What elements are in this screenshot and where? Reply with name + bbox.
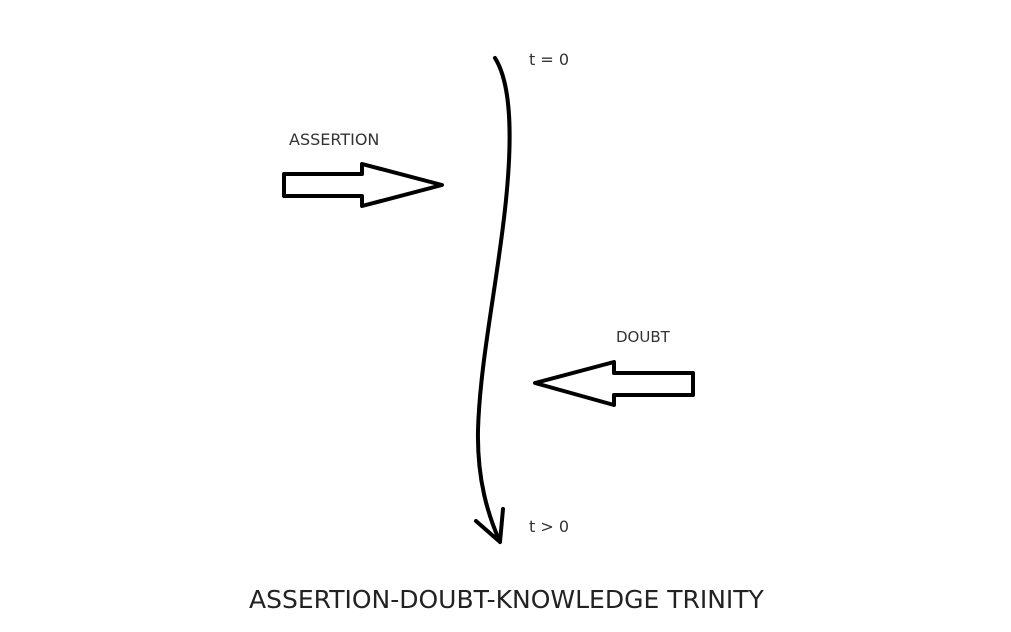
start-time-label: t = 0: [529, 50, 570, 69]
diagram-title: ASSERTION-DOUBT-KNOWLEDGE TRINITY: [249, 585, 764, 614]
doubt-arrow: [533, 360, 695, 407]
assertion-arrow: [282, 162, 444, 208]
time-axis-arrowhead: [474, 507, 505, 544]
end-time-label: t > 0: [529, 517, 570, 536]
doubt-label: DOUBT: [616, 328, 670, 346]
assertion-label: ASSERTION: [289, 130, 380, 149]
time-axis-curve: [475, 56, 512, 544]
